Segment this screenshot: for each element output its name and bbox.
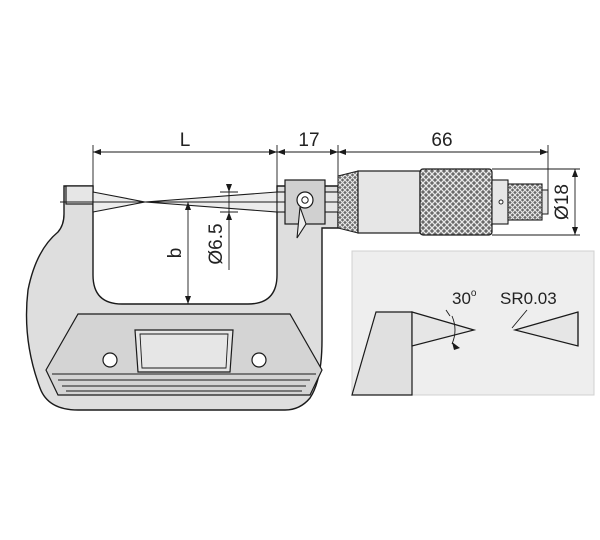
detail-inset: 30o SR0.03 xyxy=(351,250,595,396)
frame xyxy=(25,185,339,411)
dimension-length-label: L xyxy=(180,130,191,151)
dimension-thimble-length: 66 xyxy=(338,130,549,190)
detail-radius-label: SR0.03 xyxy=(500,289,557,308)
sleeve xyxy=(337,170,421,234)
dimension-diameter-label: Ø18 xyxy=(552,184,573,220)
dimension-thimble-diameter: Ø18 xyxy=(492,168,580,236)
lock-nut xyxy=(284,179,326,239)
frame-hole-right xyxy=(251,352,267,368)
dimension-spindle-diameter: Ø6.5 xyxy=(206,184,238,270)
dimension-thimble-label: 66 xyxy=(431,130,452,151)
dimension-spindle-label: Ø6.5 xyxy=(206,223,227,264)
dimension-length: L xyxy=(92,130,278,186)
frame-hole-left xyxy=(102,352,118,368)
dimension-anvil-length: 17 xyxy=(277,130,339,176)
dimension-depth-label: b xyxy=(165,248,186,259)
dimension-depth: b xyxy=(165,202,191,304)
detail-angle-label: 30o xyxy=(452,288,477,308)
ratchet xyxy=(507,183,549,221)
frame-name-plate xyxy=(134,329,234,373)
thimble xyxy=(419,168,509,236)
dimension-anvil-label: 17 xyxy=(298,130,319,151)
